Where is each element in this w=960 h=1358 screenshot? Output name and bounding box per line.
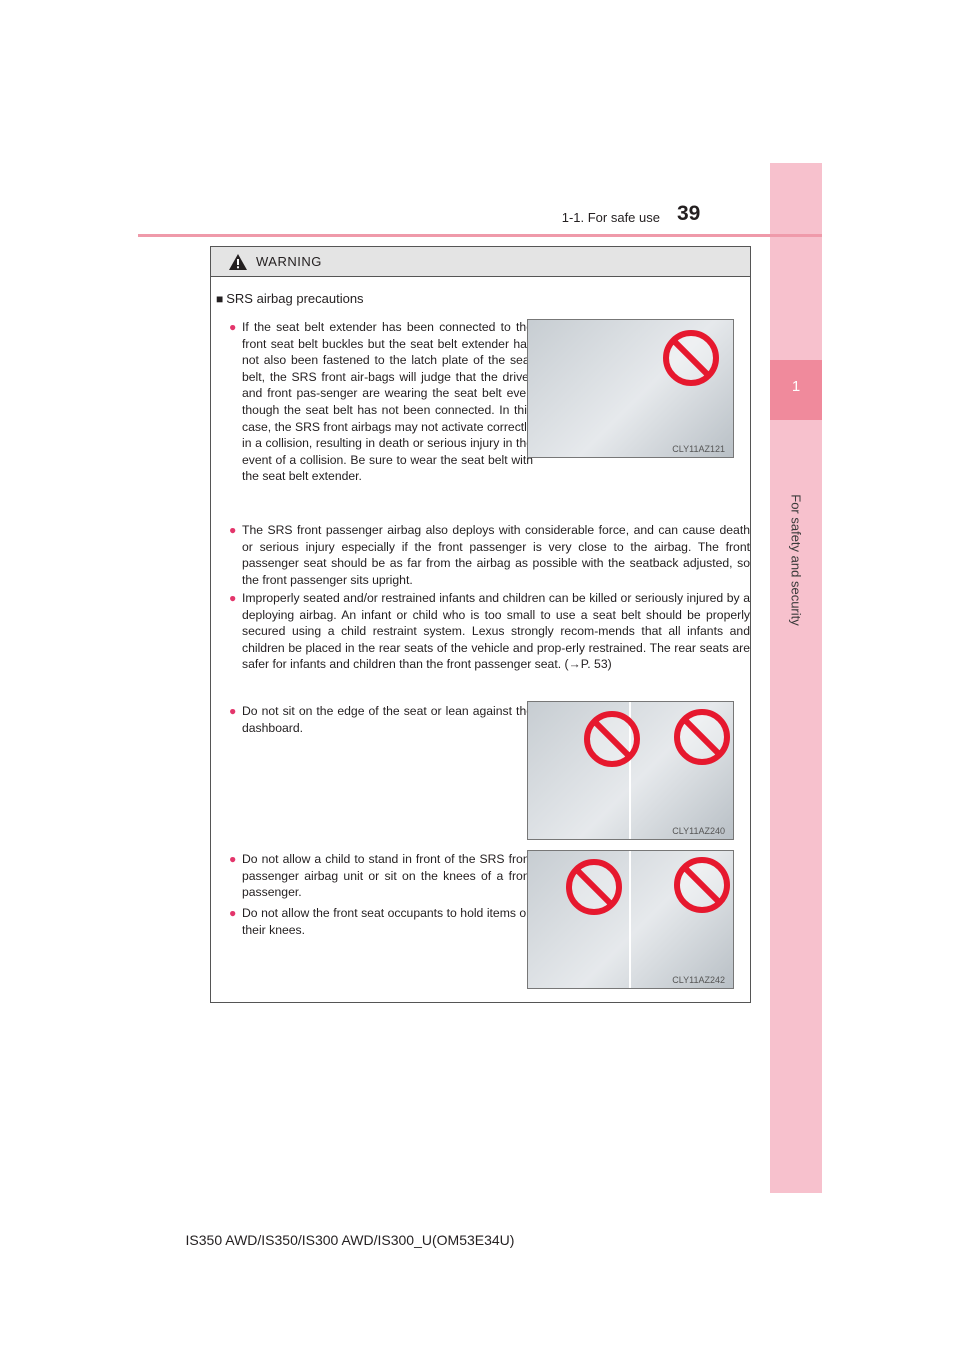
warning-bullet: ● The SRS front passenger airbag also de…: [229, 523, 750, 587]
figure-code: CLY11AZ240: [672, 826, 725, 836]
warning-bullet: ● Do not allow a child to stand in front…: [229, 852, 533, 900]
bullet-icon: ●: [229, 591, 237, 605]
figure-divider: [629, 851, 631, 988]
warning-box: WARNING ■SRS airbag precautions ● If the…: [210, 246, 751, 1003]
prohibited-icon: [674, 709, 730, 765]
warning-bullet: ● Do not allow the front seat occupants …: [229, 906, 533, 937]
section-title: 1-1. For safe use: [561, 210, 660, 225]
side-tab: [770, 163, 822, 1193]
warning-bullet: ● Do not sit on the edge of the seat or …: [229, 704, 533, 735]
prohibited-icon: [674, 857, 730, 913]
bullet-icon: ●: [229, 906, 237, 920]
square-bullet-icon: ■: [216, 292, 224, 306]
warning-triangle-icon: [229, 254, 247, 270]
prohibited-icon: [663, 330, 719, 386]
seat-belt-extender-figure: CLY11AZ121: [527, 319, 734, 458]
side-tab-number: 1: [791, 378, 801, 395]
warning-bullet: ● If the seat belt extender has been con…: [229, 320, 533, 484]
warning-header: WARNING: [211, 247, 750, 277]
dashboard-leaning-figure: CLY11AZ240: [527, 701, 734, 840]
figure-code: CLY11AZ242: [672, 975, 725, 985]
bullet-icon: ●: [229, 523, 237, 537]
header-rule: [138, 234, 822, 237]
figure-divider: [629, 702, 631, 839]
footer-model-code: IS350 AWD/IS350/IS300 AWD/IS300_U(OM53E3…: [185, 1232, 515, 1248]
side-tab-label: For safety and security: [788, 494, 804, 626]
bullet-icon: ●: [229, 320, 237, 334]
page-number: 39: [677, 202, 701, 225]
bullet-icon: ●: [229, 704, 237, 718]
figure-code: CLY11AZ121: [672, 444, 725, 454]
bullet-icon: ●: [229, 852, 237, 866]
warning-bullet: ● Improperly seated and/or restrained in…: [229, 591, 750, 672]
warning-title: WARNING: [256, 254, 322, 269]
prohibited-icon: [584, 711, 640, 767]
prohibited-icon: [566, 859, 622, 915]
child-front-seat-figure: CLY11AZ242: [527, 850, 734, 989]
warning-heading: ■SRS airbag precautions: [216, 291, 364, 306]
side-tab-number-block: [770, 360, 822, 420]
